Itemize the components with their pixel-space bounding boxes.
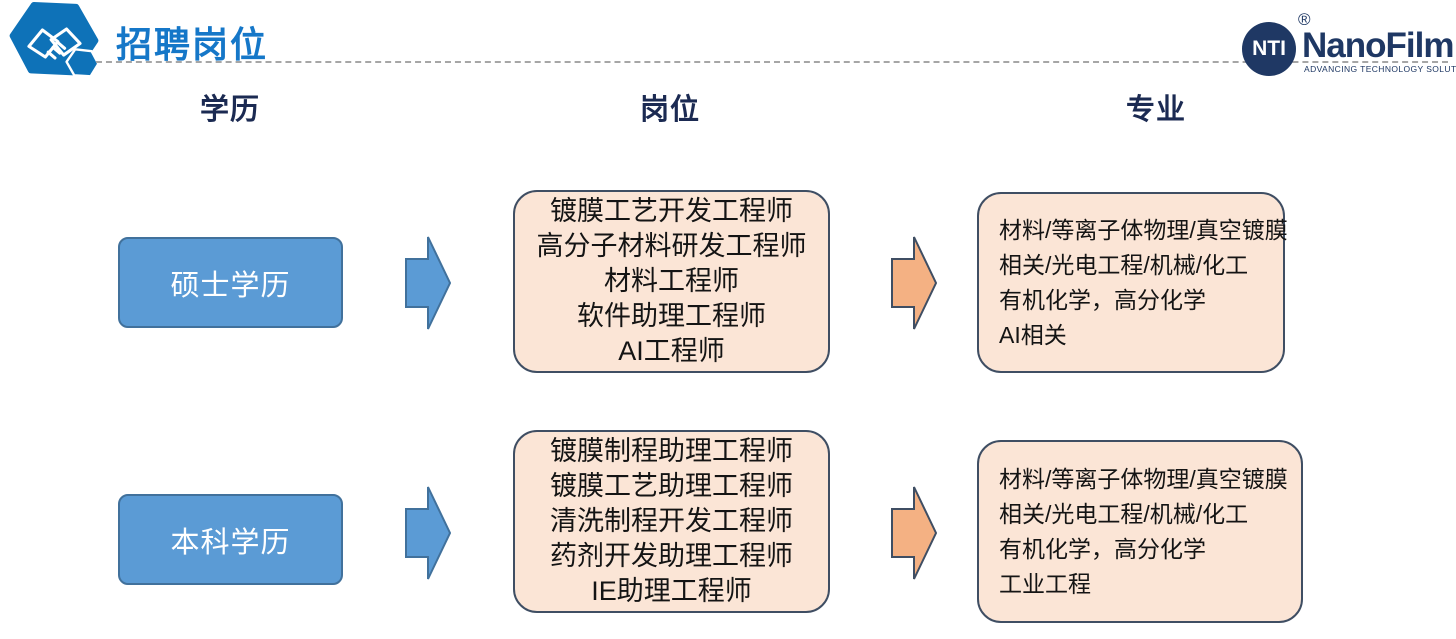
majors-box-bachelor: 材料/等离子体物理/真空镀膜 相关/光电工程/机械/化工 有机化学，高分化学 工…	[977, 440, 1303, 623]
column-header-education: 学历	[199, 94, 261, 126]
blue-arrow-icon	[405, 236, 451, 330]
logo-circle: NTI	[1242, 22, 1296, 76]
positions-box-bachelor: 镀膜制程助理工程师 镀膜工艺助理工程师 清洗制程开发工程师 药剂开发助理工程师 …	[513, 430, 830, 613]
education-label: 硕士学历	[170, 269, 291, 302]
position-line: IE助理工程师	[591, 576, 752, 606]
education-box-bachelor: 本科学历	[118, 494, 343, 585]
page-title: 招聘岗位	[116, 24, 269, 65]
logo-brand-text: NanoFilm	[1302, 26, 1454, 65]
orange-arrow-icon	[891, 486, 937, 580]
column-header-position: 岗位	[639, 94, 701, 126]
position-line: 镀膜制程助理工程师	[550, 436, 793, 466]
logo-monogram: NTI	[1252, 37, 1286, 60]
education-box-master: 硕士学历	[118, 237, 343, 328]
nanofilm-logo: NTI ® NanoFilm ADVANCING TECHNOLOGY SOLU…	[1232, 10, 1456, 78]
major-line: 工业工程	[999, 570, 1091, 597]
major-line: AI相关	[999, 321, 1067, 348]
major-line: 相关/光电工程/机械/化工	[999, 251, 1249, 278]
education-label: 本科学历	[170, 526, 291, 559]
position-line: 药剂开发助理工程师	[550, 541, 793, 571]
position-line: 软件助理工程师	[577, 301, 766, 331]
position-line: 清洗制程开发工程师	[550, 506, 793, 536]
major-line: 材料/等离子体物理/真空镀膜	[999, 216, 1288, 243]
major-line: 材料/等离子体物理/真空镀膜	[999, 465, 1288, 492]
registered-mark-icon: ®	[1298, 10, 1311, 29]
position-line: 镀膜工艺开发工程师	[550, 196, 793, 226]
major-line: 相关/光电工程/机械/化工	[999, 500, 1249, 527]
major-line: 有机化学，高分化学	[999, 286, 1206, 313]
major-line: 有机化学，高分化学	[999, 535, 1206, 562]
position-line: AI工程师	[618, 336, 725, 366]
position-line: 材料工程师	[604, 266, 739, 296]
positions-box-master: 镀膜工艺开发工程师 高分子材料研发工程师 材料工程师 软件助理工程师 AI工程师	[513, 190, 830, 373]
orange-arrow-icon	[891, 236, 937, 330]
divider-dashed-line	[96, 61, 1448, 63]
position-line: 高分子材料研发工程师	[536, 231, 807, 261]
column-header-major: 专业	[1125, 94, 1187, 126]
position-line: 镀膜工艺助理工程师	[550, 471, 793, 501]
majors-box-master: 材料/等离子体物理/真空镀膜 相关/光电工程/机械/化工 有机化学，高分化学 A…	[977, 192, 1288, 373]
blue-arrow-icon	[405, 486, 451, 580]
handshake-hexagon-icon	[9, 2, 100, 78]
logo-tagline: ADVANCING TECHNOLOGY SOLUTIONS	[1304, 64, 1456, 74]
